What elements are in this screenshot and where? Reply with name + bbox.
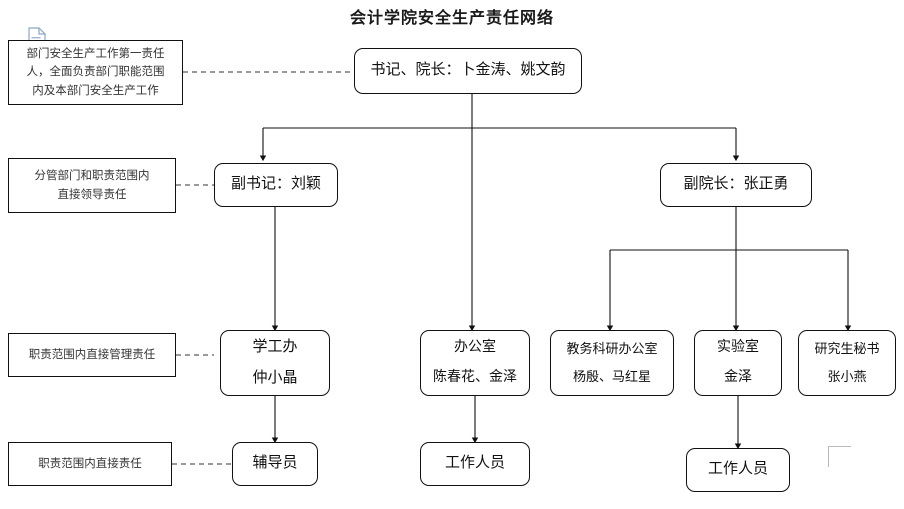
note-direct-responsibility: 职责范围内直接责任 bbox=[8, 442, 172, 486]
node-label: 副院长：张正勇 bbox=[683, 176, 789, 193]
node-sublabel: 陈春花、金泽 bbox=[433, 369, 517, 385]
node-label: 工作人员 bbox=[444, 455, 505, 472]
node-academic-research-office[interactable]: 教务科研办公室 杨殷、马红星 bbox=[550, 330, 674, 396]
node-graduate-secretary[interactable]: 研究生秘书 张小燕 bbox=[798, 330, 896, 396]
note-leadership-responsibility: 分管部门和职责范围内 直接领导责任 bbox=[8, 158, 176, 213]
node-staff-office[interactable]: 工作人员 bbox=[420, 442, 530, 486]
node-deputy-secretary[interactable]: 副书记：刘颖 bbox=[214, 163, 338, 207]
node-label: 研究生秘书 bbox=[814, 340, 880, 356]
node-label: 学工办 bbox=[252, 338, 298, 355]
node-label: 实验室 bbox=[717, 340, 759, 356]
node-laboratory[interactable]: 实验室 金泽 bbox=[694, 330, 782, 396]
node-sublabel: 仲小晶 bbox=[252, 369, 298, 386]
node-label: 教务科研办公室 bbox=[566, 340, 658, 356]
node-sublabel: 杨殷、马红星 bbox=[572, 368, 651, 384]
node-label: 副书记：刘颖 bbox=[230, 176, 321, 193]
node-counselor[interactable]: 辅导员 bbox=[232, 442, 318, 486]
node-deputy-dean[interactable]: 副院长：张正勇 bbox=[660, 163, 812, 207]
note-line: 内及本部门安全生产工作 bbox=[32, 84, 159, 97]
note-first-responsibility: 部门安全生产工作第一责任 人，全面负责部门职能范围 内及本部门安全生产工作 bbox=[8, 40, 183, 105]
note-line: 职责范围内直接责任 bbox=[38, 457, 142, 470]
note-line: 职责范围内直接管理责任 bbox=[28, 348, 156, 361]
node-office[interactable]: 办公室 陈春花、金泽 bbox=[420, 330, 530, 396]
note-line: 人，全面负责部门职能范围 bbox=[26, 66, 165, 79]
note-line: 分管部门和职责范围内 bbox=[34, 170, 150, 183]
node-label: 书记、院长：卜金涛、姚文韵 bbox=[370, 62, 566, 79]
node-label: 辅导员 bbox=[252, 455, 298, 472]
note-line: 部门安全生产工作第一责任 bbox=[26, 47, 165, 60]
crop-mark bbox=[828, 446, 851, 467]
note-line: 直接领导责任 bbox=[57, 188, 127, 201]
node-sublabel: 张小燕 bbox=[827, 368, 867, 384]
node-label: 工作人员 bbox=[707, 461, 768, 478]
page-title: 会计学院安全生产责任网络 bbox=[349, 10, 554, 27]
node-staff-lab[interactable]: 工作人员 bbox=[686, 448, 790, 492]
node-sublabel: 金泽 bbox=[724, 369, 752, 385]
node-secretary-dean[interactable]: 书记、院长：卜金涛、姚文韵 bbox=[354, 48, 582, 94]
note-management-responsibility: 职责范围内直接管理责任 bbox=[8, 333, 176, 377]
node-student-affairs[interactable]: 学工办 仲小晶 bbox=[220, 330, 330, 396]
node-label: 办公室 bbox=[454, 340, 496, 356]
